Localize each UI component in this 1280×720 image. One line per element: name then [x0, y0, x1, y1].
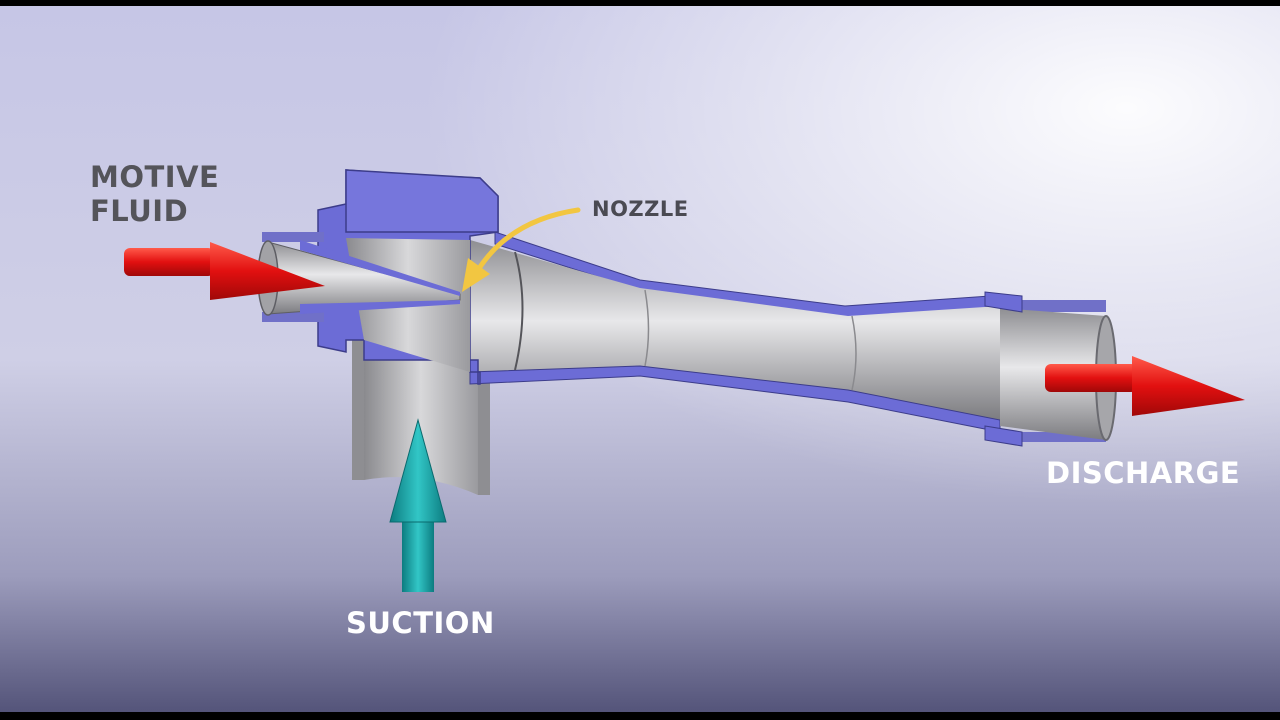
nozzle-cut-bottom: [300, 300, 460, 314]
motive-arrow-shaft: [124, 248, 214, 276]
section-seam-2: [644, 289, 650, 367]
outlet-collar-bottom: [984, 425, 1023, 447]
nozzle-label: NOZZLE: [592, 197, 689, 221]
inlet-thread-top: [262, 232, 324, 242]
motive-fluid-label-line2: FLUID: [90, 194, 189, 228]
section-seam-1: [514, 251, 524, 371]
discharge-label: DISCHARGE: [1046, 456, 1241, 490]
motive-fluid-label-line1: MOTIVE: [90, 160, 220, 194]
outlet-thread-bottom: [1020, 432, 1106, 442]
discharge-outlet: [984, 291, 1117, 447]
suction-arrow-shaft: [402, 520, 434, 592]
chamber-cap: [345, 169, 499, 233]
suction-arrow-head: [389, 418, 447, 523]
discharge-arrow-shaft: [1045, 364, 1137, 392]
suction-thread-left: [352, 340, 364, 480]
suction-label: SUCTION: [346, 606, 495, 640]
outlet-thread-top: [1020, 300, 1106, 312]
motive-fluid-label: MOTIVE FLUID: [90, 160, 219, 228]
discharge-arrow: [1045, 356, 1245, 416]
motive-arrow-head: [210, 242, 325, 300]
outlet-collar-top: [984, 291, 1023, 313]
nozzle-cut-top: [300, 240, 460, 296]
bottom-letterbox: [0, 712, 1280, 720]
suction-arrow: [389, 418, 447, 592]
motive-fluid-arrow: [124, 242, 325, 300]
discharge-arrow-head: [1132, 356, 1245, 416]
top-letterbox: [0, 0, 1280, 6]
section-seam-3: [851, 315, 857, 391]
nozzle-pointer-head: [462, 258, 490, 292]
inlet-thread-bottom: [262, 312, 324, 322]
nozzle-pointer-stem: [475, 207, 581, 273]
diffuser-body: [469, 231, 1002, 433]
nozzle-pointer-arrow: [462, 207, 581, 292]
diffuser-surface: [470, 240, 1000, 420]
